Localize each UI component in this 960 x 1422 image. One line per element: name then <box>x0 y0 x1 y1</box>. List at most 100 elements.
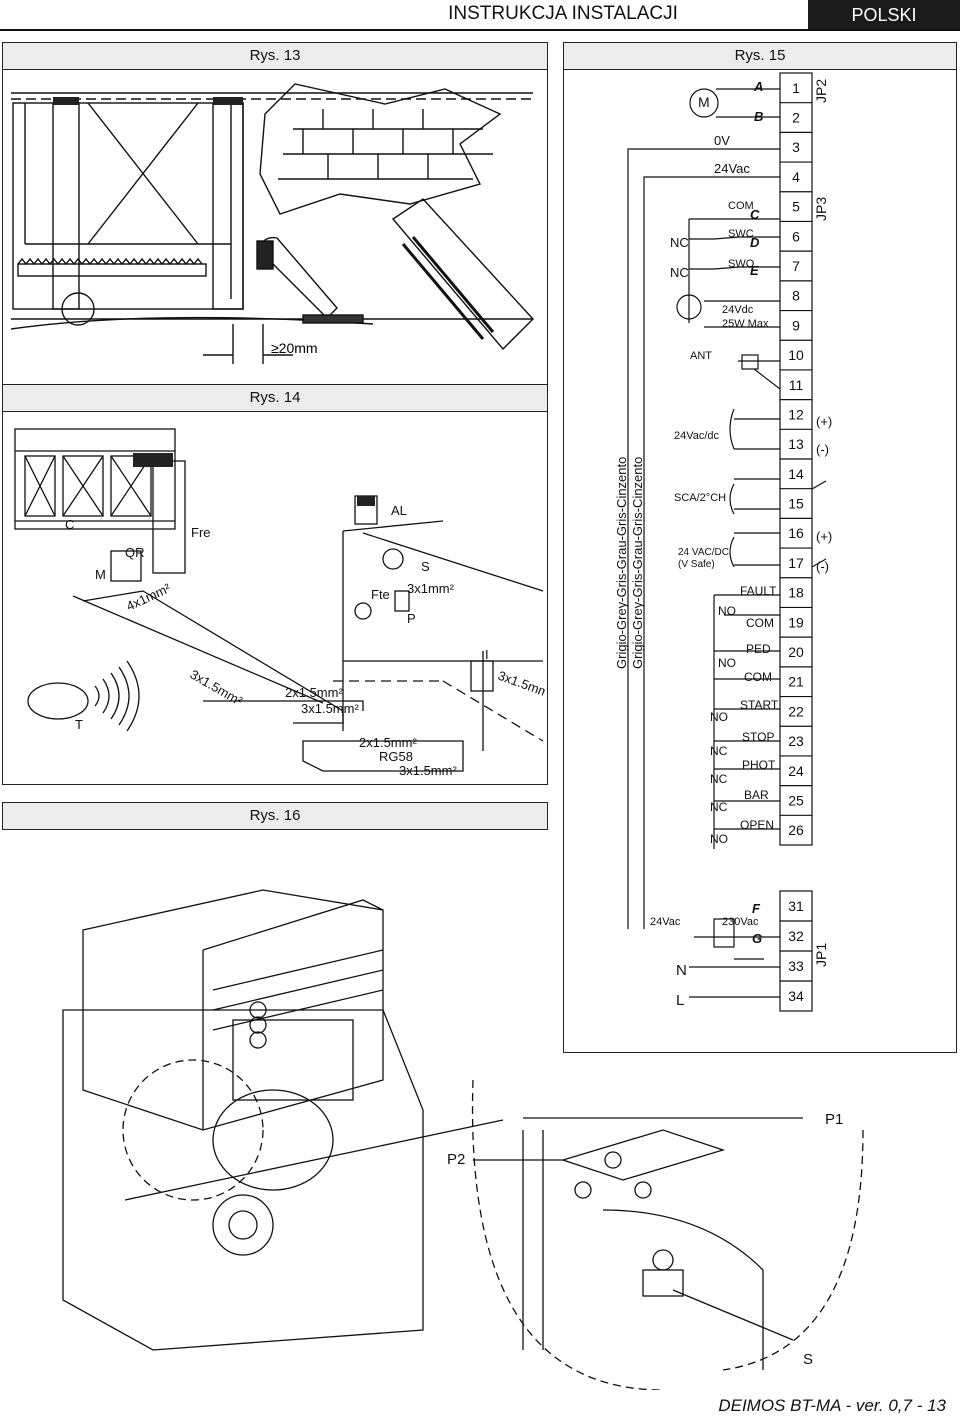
label-0v: 0V <box>714 133 730 148</box>
cable-rg58: RG58 <box>379 749 413 764</box>
cable-3x15-b: 3x1.5mm² <box>301 701 359 716</box>
terminal-32: 32 <box>788 928 804 944</box>
label-fault-com: COM <box>746 616 774 630</box>
terminal-1: 1 <box>792 80 800 96</box>
cable-3x15-c: 3x1.5mm² <box>496 668 545 702</box>
page-footer: DEIMOS BT-MA - ver. 0,7 - 13 <box>718 1396 946 1415</box>
header-rule <box>0 29 960 31</box>
terminal-11: 11 <box>789 377 804 393</box>
label-s: S <box>421 559 430 574</box>
terminal-2: 2 <box>792 110 800 126</box>
label-transformer-in: 24Vac <box>650 916 681 928</box>
terminal-17: 17 <box>788 555 804 571</box>
label-com: COM <box>728 200 754 212</box>
cable-3x15-d: 3x1.5mm² <box>399 763 457 778</box>
label-start: START <box>740 698 779 712</box>
label-ped-com: COM <box>744 670 772 684</box>
terminal-14: 14 <box>788 466 804 482</box>
rys15-frame <box>563 68 957 1053</box>
label-fte: Fte <box>371 587 390 602</box>
label-phot-nc: NC <box>710 772 728 786</box>
terminal-7: 7 <box>792 258 800 274</box>
label-swc: SWC <box>728 228 754 240</box>
letter-f: F <box>752 901 761 916</box>
label-l: L <box>676 992 684 1009</box>
label-bar: BAR <box>744 788 769 802</box>
terminal-6: 6 <box>792 228 800 244</box>
label-m: M <box>95 567 106 582</box>
wire-label-1: Grigio-Grey-Gris-Grau-Gris-Cinzento <box>614 457 629 669</box>
cable-2x15-a: 2x1.5mm² <box>285 685 343 700</box>
cable-2x15-b: 2x1.5mm² <box>359 735 417 750</box>
label-24vacdc: 24Vac/dc <box>674 430 720 442</box>
terminal-25: 25 <box>788 792 804 808</box>
letter-c: C <box>750 207 760 222</box>
label-ped: PED <box>746 642 771 656</box>
label-stop: STOP <box>742 730 774 744</box>
label-swo: SWO <box>728 258 755 270</box>
terminal-5: 5 <box>792 199 800 215</box>
terminal-12: 12 <box>788 406 804 422</box>
terminal-24: 24 <box>788 763 804 779</box>
label-plus-2: (+) <box>816 529 832 544</box>
terminal-3: 3 <box>792 139 800 155</box>
terminal-20: 20 <box>788 644 804 660</box>
terminal-19: 19 <box>788 614 804 630</box>
rys14-frame <box>2 410 548 785</box>
label-stop-nc: NC <box>710 744 728 758</box>
label-safe: (V Safe) <box>678 559 715 570</box>
letter-e: E <box>750 263 759 278</box>
terminal-9: 9 <box>792 317 800 333</box>
label-transformer-out: 230Vac <box>722 916 759 928</box>
label-c: C <box>65 517 74 532</box>
terminal-21: 21 <box>788 674 804 690</box>
label-ped-no: NO <box>718 656 736 670</box>
letter-a: A <box>753 79 763 94</box>
label-plus-1: (+) <box>816 414 832 429</box>
label-nc-2: NC <box>670 265 689 280</box>
rys16-caption: Rys. 16 <box>2 802 548 830</box>
label-fre: Fre <box>191 525 211 540</box>
letter-d: D <box>750 235 760 250</box>
jumper-jp1: JP1 <box>813 943 829 967</box>
label-i: I <box>485 647 489 662</box>
label-s: S <box>803 1351 813 1368</box>
label-bar-nc: NC <box>710 800 728 814</box>
letter-b: B <box>754 109 763 124</box>
label-p: P <box>407 611 416 626</box>
terminal-23: 23 <box>788 733 804 749</box>
label-open-no: NO <box>710 832 728 846</box>
label-lamp-volt: 24Vdc <box>722 304 754 316</box>
rys13-caption: Rys. 13 <box>2 42 548 70</box>
label-fault-no: NO <box>718 604 736 618</box>
rys15-caption: Rys. 15 <box>563 42 957 70</box>
label-24vac: 24Vac <box>714 161 750 176</box>
label-phot: PHOT <box>742 758 776 772</box>
label-open: OPEN <box>740 818 774 832</box>
terminal-15: 15 <box>788 496 804 512</box>
label-n: N <box>676 962 687 979</box>
label-start-no: NO <box>710 710 728 724</box>
label-p1: P1 <box>825 1111 843 1128</box>
label-p2: P2 <box>447 1151 465 1168</box>
motor-label: M <box>698 94 710 110</box>
terminal-4: 4 <box>792 169 800 185</box>
terminal-18: 18 <box>788 585 804 601</box>
language-badge: POLSKI <box>808 0 960 30</box>
label-fault: FAULT <box>740 584 777 598</box>
cable-4x1: 4x1mm² <box>124 580 173 614</box>
terminal-10: 10 <box>788 347 804 363</box>
terminal-31: 31 <box>788 898 804 914</box>
jumper-jp2: JP2 <box>813 79 829 103</box>
terminal-33: 33 <box>788 958 804 974</box>
terminal-22: 22 <box>788 703 804 719</box>
rys14-drawing: C M QR Fre AL S Fte P I T 4x1mm² 3x1.5mm… <box>14 428 545 778</box>
label-t: T <box>75 717 83 732</box>
label-lamp-power: 25W Max <box>722 318 769 330</box>
terminal-16: 16 <box>788 525 804 541</box>
page-title: INSTRUKCJA INSTALACJI <box>448 3 678 24</box>
label-safe-volt: 24 VAC/DC <box>678 547 729 558</box>
terminal-13: 13 <box>788 436 804 452</box>
rys16-drawing: P1 P2 S <box>62 889 864 1390</box>
rys15-wiring-diagram: Grigio-Grey-Gris-Grau-Gris-Cinzento Grig… <box>614 72 832 1012</box>
